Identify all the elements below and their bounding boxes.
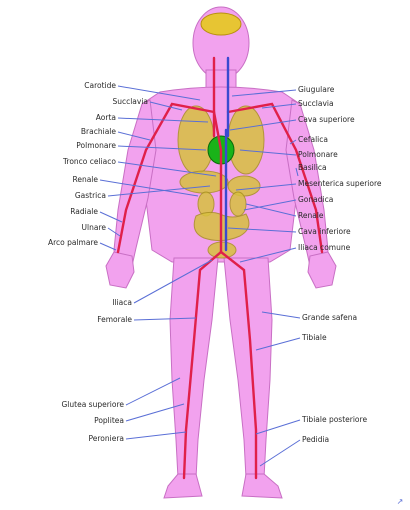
right-kidney xyxy=(230,192,246,216)
label-left-11: Arco palmare xyxy=(48,238,98,247)
label-left-3: Aorta xyxy=(96,113,116,122)
label-left-16: Peroniera xyxy=(88,434,124,443)
label-left-2: Succlavia xyxy=(112,97,148,106)
label-left-15: Poplitea xyxy=(94,416,124,425)
label-right-11: Iliaca comune xyxy=(298,243,351,252)
label-right-4: Cefalica xyxy=(298,135,328,144)
label-left-6: Tronco celiaco xyxy=(62,157,116,166)
left-hand xyxy=(106,252,134,288)
right-leg xyxy=(224,258,272,478)
label-left-12: Iliaca xyxy=(112,298,132,307)
label-left-13: Femorale xyxy=(97,315,132,324)
label-right-12: Grande safena xyxy=(302,313,357,322)
right-foot xyxy=(242,474,282,498)
label-right-13: Tibiale xyxy=(301,333,327,342)
label-left-5: Polmonare xyxy=(76,141,116,150)
right-lung xyxy=(228,106,264,174)
label-right-5: Polmonare xyxy=(298,150,338,159)
brain xyxy=(201,13,241,35)
leader-left-11 xyxy=(100,243,116,250)
label-left-10: Ulnare xyxy=(82,223,107,232)
label-left-1: Carotide xyxy=(84,81,116,90)
label-right-1: Giugulare xyxy=(298,85,335,94)
corner-mark: ↗ xyxy=(397,497,404,506)
stomach xyxy=(228,176,260,196)
label-right-15: Pedidia xyxy=(302,435,329,444)
label-right-7: Mesenterica superiore xyxy=(298,179,382,188)
label-right-6: Basilica xyxy=(298,163,327,172)
label-right-2: Succlavia xyxy=(298,99,334,108)
label-right-14: Tibiale posteriore xyxy=(301,415,367,424)
right-hand xyxy=(308,252,336,288)
label-right-3: Cava superiore xyxy=(298,115,355,124)
left-leg xyxy=(170,258,218,478)
leader-left-14 xyxy=(126,378,180,405)
label-left-4: Brachiale xyxy=(81,127,116,136)
label-left-14: Glutea superiore xyxy=(61,400,124,409)
label-right-8: Gonadica xyxy=(298,195,333,204)
label-left-8: Gastrica xyxy=(75,191,106,200)
label-left-7: Renale xyxy=(72,175,98,184)
label-right-9: Renale xyxy=(298,211,324,220)
label-left-9: Radiale xyxy=(70,207,98,216)
left-lung xyxy=(178,106,214,174)
label-right-10: Cava inferiore xyxy=(298,227,351,236)
